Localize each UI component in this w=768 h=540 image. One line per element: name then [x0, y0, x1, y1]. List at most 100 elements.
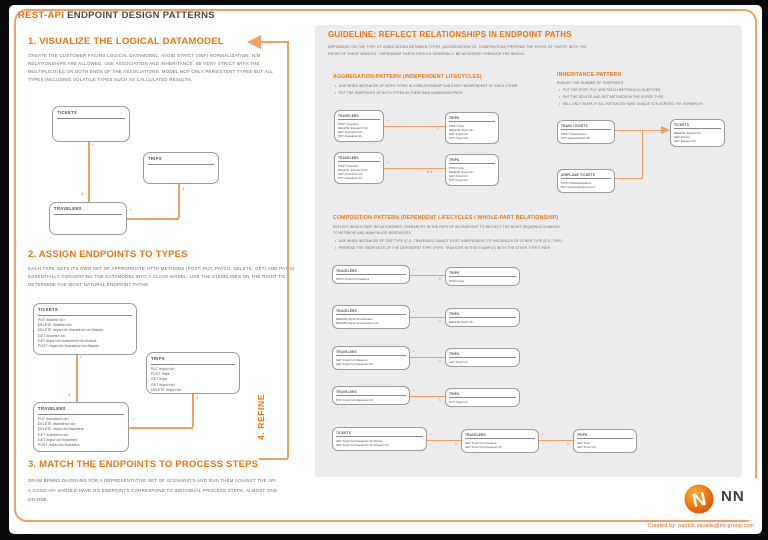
multiplicity-label: 1: [439, 359, 441, 363]
page-title-rest: ENDPOINT DESIGN PATTERNS: [67, 10, 215, 21]
inheritance-line: [642, 130, 644, 178]
inheritance-arrowhead-icon: [661, 126, 670, 134]
endpoint-line: DELETE /travelers/<id>: [38, 422, 76, 427]
multiplicity-label: *: [130, 208, 132, 213]
uml-box-title: TICKETS: [38, 307, 132, 316]
uml-box-title: TRIPS: [151, 356, 235, 365]
multiplicity-label: 1: [439, 398, 441, 402]
endpoint-line: GET /trips/<id>/travelers/<id>: [336, 361, 374, 366]
endpoint-line: DELETE /trips/<id>: [449, 169, 474, 174]
inheritance-bullets: PUT THE POST, PUT AND PATCH METHODS IN S…: [559, 87, 704, 108]
body-line: EACH TYPE GETS ITS OWN SET OF APPROPRIAT…: [28, 266, 296, 271]
composition-heading: COMPOSITION-PATTERN (DEPENDENT LIFECYCLE…: [333, 215, 559, 221]
endpoint-line: GET /tickets: [674, 134, 690, 139]
endpoint-line: GET /trips/<id>/travelers/<id>/tickets: [336, 438, 383, 443]
bullet-item: PREPEND THE ENDPOINTS OF THE DEPENDENT T…: [335, 245, 562, 252]
uml-box-title: TICKETS: [674, 123, 721, 129]
uml-box-title: TICKETS: [57, 110, 125, 119]
association-line: [129, 427, 193, 429]
multiplicity-label: 1: [81, 191, 84, 196]
body-line: A GOOD API SHOULD HAVE ITS ENDPOINTS COR…: [28, 487, 279, 493]
endpoint-line: POST /trips: [151, 372, 170, 377]
association-line: [88, 142, 90, 202]
endpoint-line: GET /trips/<id>: [577, 444, 597, 449]
body-line: PATHS OF THEIR 'WHOLES'. DEPENDENT PARTS…: [328, 51, 526, 56]
multiplicity-label: 1: [439, 277, 441, 281]
endpoint-line: GET /trips/<id>: [449, 132, 469, 137]
multiplicity-label: *: [413, 310, 415, 314]
endpoint-line: GET /trips/<id>/travelers: [336, 357, 368, 362]
composition-intro: REFLECT WHOLE-PART RELATIONSHIPS / HIERA…: [333, 224, 560, 236]
uml-class-box: TICKETS: [52, 106, 130, 142]
endpoint-line: POST /trips: [449, 165, 464, 170]
composition-bullets: USE WHEN INSTANCES OF ONE TYPE (E.G. TRA…: [335, 238, 562, 252]
endpoint-line: PUT /tickets/trains/<id>: [561, 135, 591, 140]
body-line: MULTIPLICITIES ON BOTH ENDS OF THE ASSOC…: [28, 69, 274, 74]
multiplicity-label: *: [133, 417, 135, 422]
bullet-item: PUT THE POST, PUT AND PATCH METHODS IN S…: [559, 87, 704, 94]
endpoint-line: GET /travelers/<id>: [338, 172, 364, 177]
refine-label: 4. REFINE: [256, 394, 266, 441]
association-line: [178, 184, 180, 218]
bullet-item: PUT THE ENDPOINTS OF BOTH TYPES IN THEIR…: [335, 90, 518, 97]
endpoint-line: DELETE /trips/<id>: [151, 387, 182, 392]
multiplicity-label: *: [92, 142, 94, 147]
uml-box-title: TRIPS: [577, 433, 633, 439]
endpoint-line: POST /tickets/trains: [561, 131, 587, 136]
inheritance-line: [615, 178, 643, 180]
endpoint-line: GET /travelers/<id>: [338, 130, 364, 135]
association-line: [410, 357, 445, 359]
body-line: TO RETRIEVE AND MANIPULATE RESOURCES.: [333, 231, 413, 235]
endpoint-line: GET /trips/<id>: [449, 174, 469, 179]
association-line: [427, 440, 461, 442]
guideline-intro: DEPENDING ON THE TYPE OF ASSOCIATION BET…: [328, 44, 587, 57]
body-line: DEPENDING ON THE TYPE OF ASSOCIATION BET…: [328, 45, 587, 49]
section1-body: CREATE THE CUSTOMER FACING LOGICAL DATAM…: [28, 52, 273, 84]
body-line: ESSENTIALLY CONVERTING THE DATAMODEL INT…: [28, 274, 285, 279]
section2-body: EACH TYPE GETS ITS OWN SET OF APPROPRIAT…: [28, 265, 296, 289]
endpoint-line: PUT /travelers/<id>: [338, 134, 363, 139]
endpoint-line: GET /trips/<id>/travelers: [465, 440, 497, 445]
section1-heading: 1. VISUALIZE THE LOGICAL DATAMODEL: [28, 36, 224, 47]
section3-heading: 3. MATCH THE ENDPOINTS TO PROCESS STEPS: [28, 459, 259, 470]
multiplicity-label: 1: [182, 186, 185, 191]
endpoint-line: POST /trips: [449, 123, 464, 128]
endpoint-line: DELETE /trips/<id>: [449, 319, 474, 324]
page-title: REST-API ENDPOINT DESIGN PATTERNS: [18, 10, 215, 21]
endpoint-line: GET /trips/<id>/travelers: [38, 437, 78, 442]
body-line: TYPES INCLUDING VOLATILE TYPES SUCH AS C…: [28, 77, 193, 82]
uml-box-title: TRAVELERS: [338, 156, 380, 162]
association-line: [76, 355, 78, 402]
endpoint-line: DELETE /tickets/<id>: [38, 323, 73, 328]
multiplicity-label: 1: [567, 442, 569, 446]
multiplicity-label: 0..1: [427, 170, 433, 174]
multiplicity-label: 1: [455, 442, 457, 446]
endpoint-line: PUT /trips/<id>: [151, 367, 176, 371]
association-line: [192, 394, 194, 427]
nn-wordmark: NN: [721, 488, 745, 505]
endpoint-line: POST /trips: [449, 278, 464, 283]
association-line: [384, 126, 445, 128]
uml-class-box: TRIPS: [143, 152, 219, 184]
endpoint-line: PUT /travelers/<id>: [338, 176, 363, 181]
uml-box-title: TRAVELERS: [338, 114, 380, 120]
uml-box-title: TICKETS: [336, 431, 423, 437]
endpoint-line: PUT /tickets/airplanes/<id>: [561, 184, 596, 189]
uml-box-title: TRIPS: [449, 116, 495, 122]
uml-box-title: TRAVELERS: [336, 269, 406, 275]
